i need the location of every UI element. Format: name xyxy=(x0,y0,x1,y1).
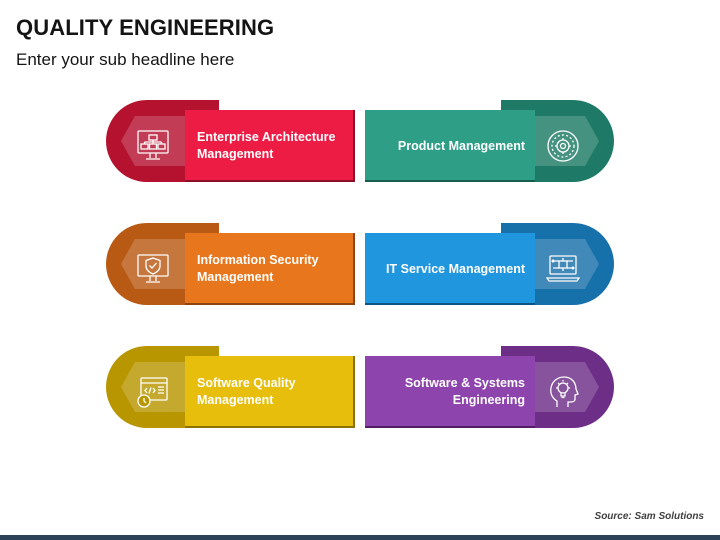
card-label: Enterprise Architecture Management xyxy=(197,130,336,161)
card-enterprise-architecture: Enterprise Architecture Management xyxy=(106,100,355,182)
card-product-management: Product Management xyxy=(365,100,614,182)
card-software-quality: Software Quality Management xyxy=(106,346,355,428)
source-note: Source: Sam Solutions xyxy=(594,511,704,522)
laptop-circuit-icon xyxy=(545,251,581,287)
code-window-icon xyxy=(135,374,171,410)
card-information-security: Information Security Management xyxy=(106,223,355,305)
gear-cycle-icon xyxy=(545,128,581,164)
card-label: Software & Systems Engineering xyxy=(404,376,525,407)
card-it-service-management: IT Service Management xyxy=(365,223,614,305)
shield-monitor-icon xyxy=(135,251,171,287)
card-label: IT Service Management xyxy=(386,261,525,276)
card-label: Product Management xyxy=(397,138,525,153)
card-software-systems-engineering: Software & Systems Engineering xyxy=(365,346,614,428)
card-shape xyxy=(365,223,614,305)
page-subtitle: Enter your sub headline here xyxy=(16,50,235,69)
card-label: Software Quality Management xyxy=(197,376,296,407)
card-label: Information Security Management xyxy=(197,253,319,284)
head-lightbulb-icon xyxy=(545,374,581,410)
card-shape xyxy=(106,223,355,305)
page-title: QUALITY ENGINEERING xyxy=(16,15,275,40)
footer-bar xyxy=(0,535,720,540)
card-shape xyxy=(106,100,355,182)
sitemap-monitor-icon xyxy=(135,128,171,164)
